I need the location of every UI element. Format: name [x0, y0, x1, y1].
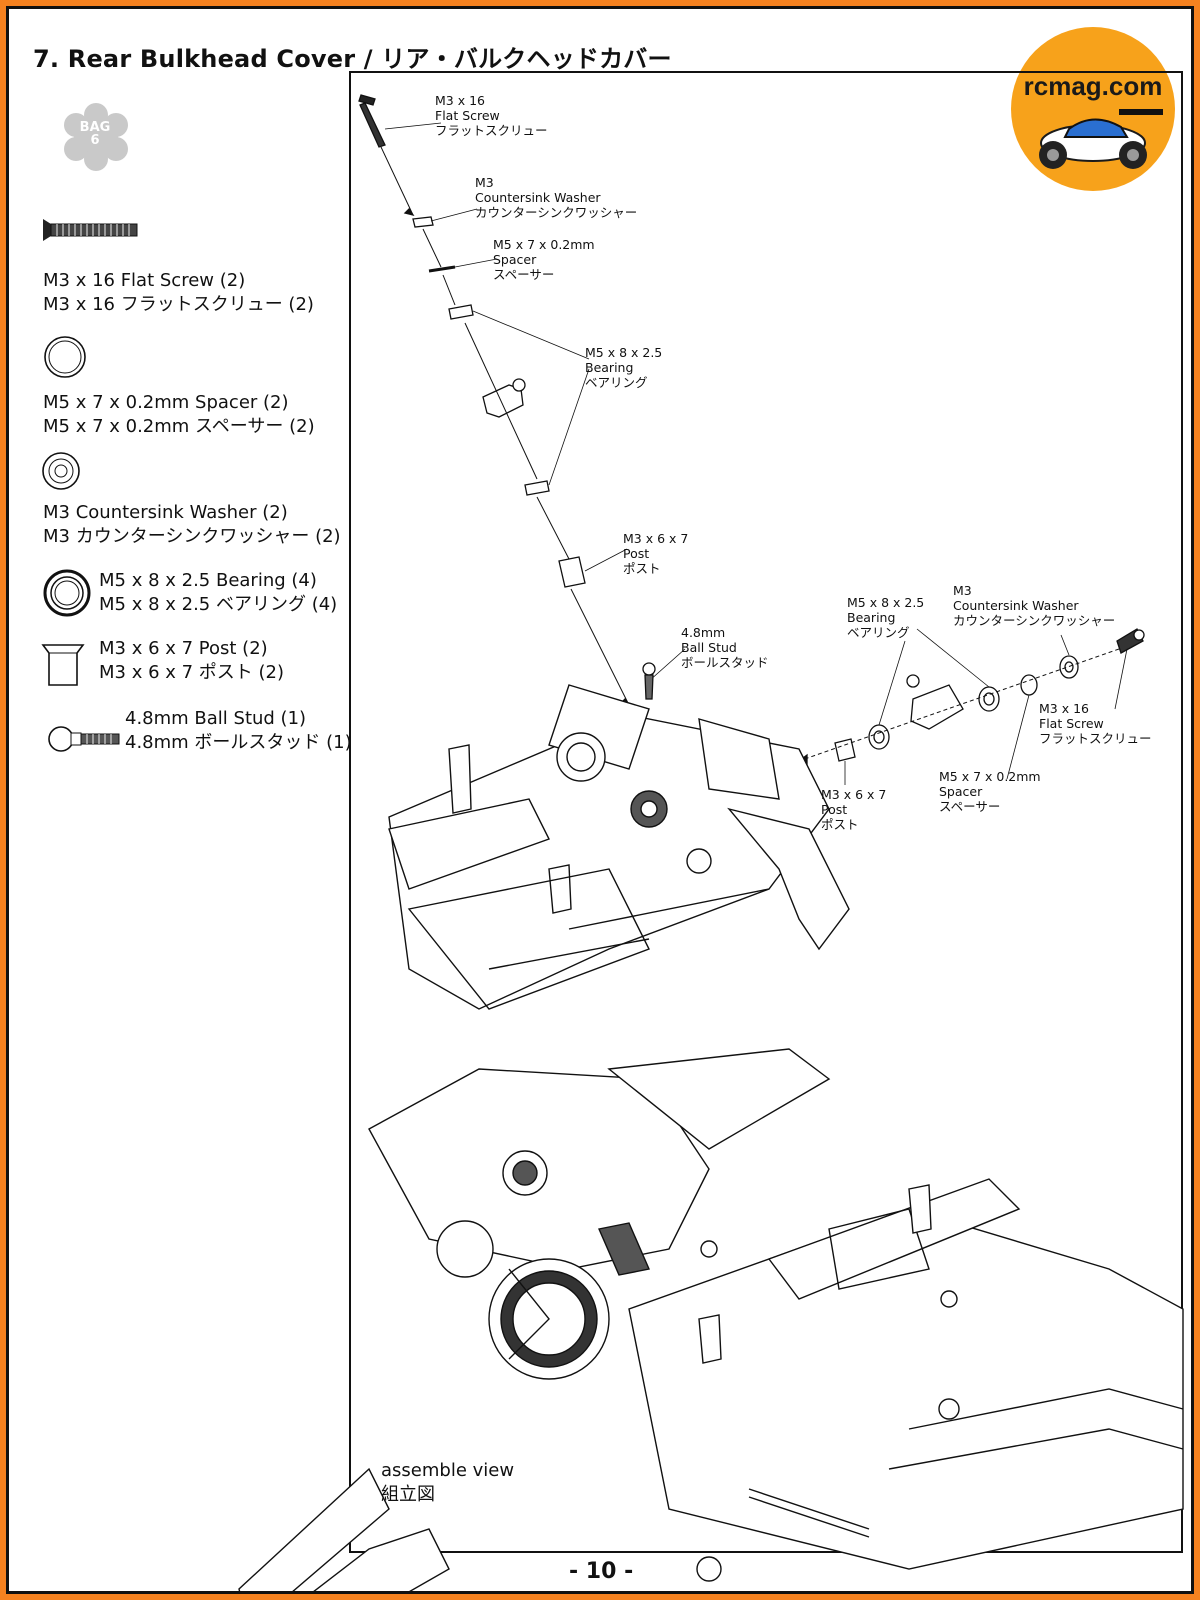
top-bearing-2: [524, 480, 550, 496]
ball-stud-part: [642, 662, 656, 700]
part-spacer: M5 x 7 x 0.2mm Spacer (2)M5 x 7 x 0.2mm …: [43, 392, 315, 437]
side-post: [834, 738, 856, 762]
spacer-icon: [44, 336, 86, 378]
exploded-view-drawing: [238, 94, 1184, 1591]
side-washer: [1059, 655, 1079, 679]
countersink-washer-icon: [42, 452, 80, 490]
panel-divider: [349, 679, 351, 1069]
side-bearing-1: [978, 686, 1000, 712]
part-post: M3 x 6 x 7 Post (2)M3 x 6 x 7 ポスト (2): [99, 638, 285, 683]
upper-chassis-drawing: [388, 684, 850, 1010]
side-screw: [1116, 628, 1145, 654]
top-bearing-1: [448, 304, 474, 320]
side-bearing-2: [868, 724, 890, 750]
bearing-icon: [43, 569, 91, 617]
top-post: [558, 556, 586, 588]
parts-icons: [41, 219, 138, 752]
side-spacer: [1020, 674, 1038, 696]
top-flat-screw: [358, 94, 386, 148]
manual-page: 7. Rear Bulkhead Cover / リア・バルクヘッドカバー BA…: [6, 6, 1194, 1594]
part-ball-stud: 4.8mm Ball Stud (1)4.8mm ボールスタッド (1): [125, 708, 352, 753]
top-washer: [412, 216, 434, 228]
part-flat-screw: M3 x 16 Flat Screw (2)M3 x 16 フラットスクリュー …: [43, 270, 314, 315]
top-spacer: [428, 265, 456, 273]
flat-screw-icon: [43, 219, 138, 241]
part-countersink-washer: M3 Countersink Washer (2)M3 カウンターシンクワッシャ…: [43, 502, 341, 547]
bag-badge-icon: [64, 103, 128, 171]
side-knuckle: [906, 674, 964, 730]
logo-wordmark: rcmag.com: [1024, 71, 1163, 101]
ball-stud-icon: [48, 726, 120, 752]
post-icon: [41, 644, 85, 686]
page-number: - 10 -: [569, 1559, 634, 1584]
step-title: 7. Rear Bulkhead Cover / リア・バルクヘッドカバー: [33, 45, 672, 73]
assembled-chassis-drawing: [238, 1048, 1184, 1591]
rcmag-logo: rcmag.com: [1011, 27, 1175, 191]
part-bearing: M5 x 8 x 2.5 Bearing (4)M5 x 8 x 2.5 ベアリ…: [99, 570, 338, 615]
buggy-icon: [1039, 109, 1163, 169]
knuckle-part: [482, 378, 526, 418]
